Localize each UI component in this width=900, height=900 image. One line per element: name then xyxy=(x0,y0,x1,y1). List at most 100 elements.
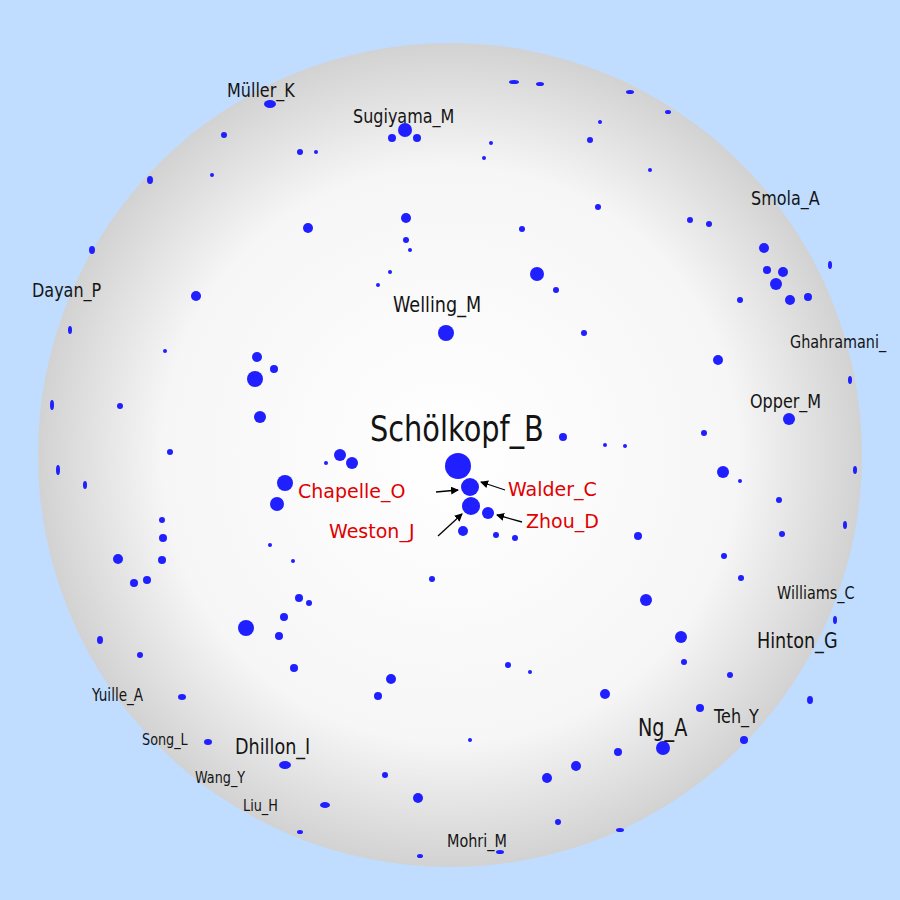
author-dot xyxy=(89,246,95,254)
author-dot xyxy=(346,457,358,469)
author-label: Müller_K xyxy=(227,80,295,100)
author-dot xyxy=(696,704,704,712)
author-dot xyxy=(634,532,642,540)
author-dot xyxy=(681,659,687,665)
author-dot xyxy=(528,670,532,674)
author-dot xyxy=(759,243,769,253)
author-dot xyxy=(656,741,670,755)
author-dot xyxy=(320,802,330,808)
author-label: Song_L xyxy=(142,732,188,748)
author-label: Wang_Y xyxy=(195,770,245,786)
author-dot xyxy=(113,554,123,564)
author-dot xyxy=(598,120,602,124)
author-dot xyxy=(665,110,671,114)
author-dot xyxy=(324,461,328,465)
author-label: Opper_M xyxy=(750,391,821,411)
author-dot xyxy=(496,850,504,854)
author-dot xyxy=(238,620,254,636)
author-dot xyxy=(482,507,494,519)
author-label: Dhillon_I xyxy=(235,736,310,758)
author-label: Smola_A xyxy=(751,188,820,208)
author-dot xyxy=(468,738,472,742)
author-label: Dayan_P xyxy=(32,280,101,300)
author-dot xyxy=(778,267,788,277)
author-dot xyxy=(509,80,519,84)
author-dot xyxy=(737,297,743,303)
author-dot xyxy=(303,223,313,233)
author-label: Yuille_A xyxy=(92,687,143,704)
author-dot xyxy=(804,293,812,301)
author-label: Mohri_M xyxy=(447,832,507,850)
author-dot xyxy=(295,594,303,602)
author-label: Williams_C xyxy=(777,584,855,602)
author-dot xyxy=(68,326,72,334)
author-dot xyxy=(445,453,471,479)
author-dot xyxy=(376,283,380,287)
author-dot xyxy=(210,173,214,177)
author-dot xyxy=(388,134,396,142)
author-dot xyxy=(403,237,409,243)
leader-arrow xyxy=(436,490,458,492)
author-dot xyxy=(270,497,284,511)
author-dot xyxy=(536,82,544,86)
author-dot xyxy=(147,176,153,184)
author-dot xyxy=(458,526,468,536)
author-dot xyxy=(706,221,712,227)
author-dot xyxy=(614,748,622,756)
author-dot xyxy=(401,213,411,223)
author-dot xyxy=(785,295,795,305)
author-dot xyxy=(623,444,627,448)
highlight-author-label: Walder_C xyxy=(508,480,597,499)
author-dot xyxy=(581,330,587,336)
author-dot xyxy=(571,761,581,771)
author-dot xyxy=(600,689,610,699)
author-dot xyxy=(254,411,266,423)
author-dot xyxy=(727,672,733,678)
author-dot xyxy=(687,217,693,223)
author-dot xyxy=(252,352,262,362)
author-dot xyxy=(158,556,166,564)
author-dot xyxy=(178,694,186,700)
author-dot xyxy=(374,692,382,700)
author-dot xyxy=(386,674,396,684)
author-dot xyxy=(314,150,318,154)
author-dot xyxy=(388,270,392,274)
leader-arrow xyxy=(438,514,462,536)
author-dot xyxy=(306,600,312,606)
author-dot xyxy=(97,636,103,644)
author-dot xyxy=(738,575,744,581)
author-dot xyxy=(721,553,727,559)
author-dot xyxy=(204,739,212,745)
author-dot xyxy=(603,443,607,447)
author-label: Sugiyama_M xyxy=(353,106,454,126)
author-dot xyxy=(848,376,852,384)
author-dot xyxy=(701,430,707,436)
author-dot xyxy=(137,652,143,658)
author-dot xyxy=(159,534,167,542)
author-dot xyxy=(505,662,511,668)
author-dot xyxy=(279,761,291,769)
author-dot xyxy=(738,479,742,483)
author-dot xyxy=(83,481,87,489)
author-dot xyxy=(512,535,518,541)
author-dot xyxy=(640,594,652,606)
author-dot xyxy=(163,349,167,353)
author-dot xyxy=(130,579,138,587)
author-dot xyxy=(291,559,295,563)
author-dot xyxy=(280,613,288,621)
author-label: Teh_Y xyxy=(714,706,759,726)
author-label: Schölkopf_B xyxy=(370,411,544,447)
author-dot xyxy=(530,267,544,281)
author-dot xyxy=(334,449,346,461)
author-dot xyxy=(542,773,552,783)
author-label: Liu_H xyxy=(243,798,278,814)
author-dot xyxy=(648,168,652,172)
author-dot xyxy=(413,793,423,803)
author-dot xyxy=(461,478,479,496)
author-dot xyxy=(117,403,123,409)
author-dot xyxy=(429,576,435,582)
author-dot xyxy=(462,497,480,515)
author-dot xyxy=(626,90,634,94)
author-dot xyxy=(713,355,723,365)
